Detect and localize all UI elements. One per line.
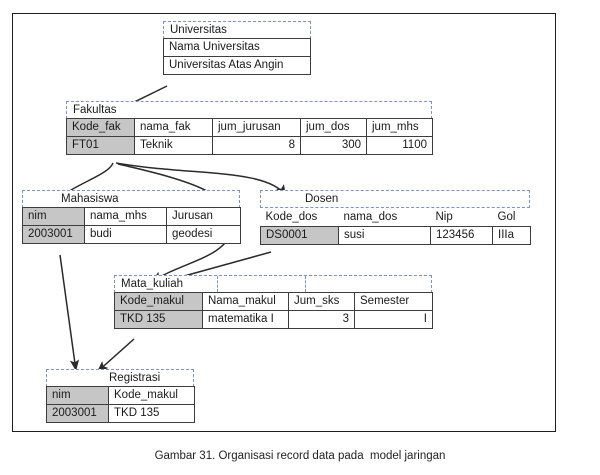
cell-header-jum-jurusan: jum_jurusan [212, 118, 301, 137]
record-title-universitas: Universitas [163, 21, 311, 39]
cell-value-nama-dos: susi [338, 226, 431, 245]
table-row: 2003001 budi geodesi [22, 225, 241, 244]
record-title-mahasiswa: Mahasiswa [22, 190, 240, 208]
cell-value-jurusan: geodesi [166, 225, 241, 244]
table-row: Kode_fak nama_fak jum_jurusan jum_dos ju… [66, 118, 433, 137]
table-row: nim nama_mhs Jurusan [22, 207, 241, 226]
record-mata-kuliah: Mata_kuliah Kode_makul Nama_makul Jum_sk… [114, 275, 433, 329]
cell-value-kode-dos: DS0001 [260, 226, 339, 245]
cell-header-semester: Semester [354, 292, 433, 311]
cell-value-nim: 2003001 [46, 404, 109, 423]
record-mahasiswa: Mahasiswa nim nama_mhs Jurusan 2003001 b… [22, 190, 241, 244]
record-fakultas: Fakultas Kode_fak nama_fak jum_jurusan j… [66, 101, 433, 155]
record-title-mata-kuliah: Mata_kuliah [114, 275, 432, 293]
cell-header-jum-dos: jum_dos [300, 118, 367, 137]
table-row: nim Kode_makul [46, 386, 195, 405]
cell-header-kode-makul: Kode_makul [114, 292, 203, 311]
record-title-fakultas: Fakultas [66, 101, 432, 119]
cell-value-gol: IIIa [492, 226, 531, 245]
cell-value-semester: I [354, 310, 433, 329]
cell-header-gol: Gol [497, 211, 516, 223]
cell-header-nip: Nip [435, 211, 453, 223]
cell-value-kode-fak: FT01 [66, 136, 135, 155]
record-title-registrasi: Registrasi [46, 369, 194, 387]
table-row: TKD 135 matematika I 3 I [114, 310, 433, 329]
table-row: DS0001 susi 123456 IIIa [260, 226, 531, 245]
cell-header-kode-fak: Kode_fak [66, 118, 135, 137]
cell-header-nama-universitas: Nama Universitas [163, 38, 311, 57]
cell-value-kode-makul: TKD 135 [108, 404, 195, 423]
cell-header-jum-mhs: jum_mhs [366, 118, 433, 137]
cell-value-nim: 2003001 [22, 225, 85, 244]
cell-value-nama-makul: matematika I [202, 310, 289, 329]
cell-header-nama-makul: Nama_makul [202, 292, 289, 311]
table-universitas: Nama Universitas Universitas Atas Angin [163, 38, 311, 75]
record-title-mata-kuliah-label: Mata_kuliah [115, 276, 219, 292]
record-title-spacer-1 [218, 276, 306, 292]
figure-caption: Gambar 31. Organisasi record data pada m… [154, 450, 446, 462]
table-row: Nama Universitas [163, 38, 311, 57]
cell-value-nama-mhs: budi [84, 225, 167, 244]
cell-value-nip: 123456 [430, 226, 493, 245]
cell-value-nama-universitas: Universitas Atas Angin [163, 56, 311, 75]
table-mahasiswa: nim nama_mhs Jurusan 2003001 budi geodes… [22, 207, 241, 244]
record-title-dosen: Dosen [260, 190, 530, 208]
table-row: FT01 Teknik 8 300 1100 [66, 136, 433, 155]
cell-value-jum-mhs: 1100 [366, 136, 433, 155]
table-dosen: Kode_dos nama_dos Nip Gol DS0001 susi 12… [260, 209, 531, 245]
table-row: Kode_dos nama_dos Nip Gol [261, 209, 531, 227]
cell-value-jum-sks: 3 [288, 310, 355, 329]
table-registrasi: nim Kode_makul 2003001 TKD 135 [46, 386, 195, 423]
cell-header-nim: nim [22, 207, 85, 226]
cell-value-jum-dos: 300 [300, 136, 367, 155]
record-registrasi: Registrasi nim Kode_makul 2003001 TKD 13… [46, 369, 195, 423]
cell-header-nama-dos: nama_dos [343, 211, 398, 223]
table-row: Kode_makul Nama_makul Jum_sks Semester [114, 292, 433, 311]
cell-header-jurusan: Jurusan [166, 207, 241, 226]
cell-header-nama-fak: nama_fak [134, 118, 213, 137]
cell-header-nim: nim [46, 386, 109, 405]
table-row: Universitas Atas Angin [163, 56, 311, 75]
cell-value-nama-fak: Teknik [134, 136, 213, 155]
cell-header-kode-dos: Kode_dos [265, 211, 318, 223]
record-title-spacer-2 [306, 276, 431, 292]
cell-value-jum-jurusan: 8 [212, 136, 301, 155]
cell-value-kode-makul: TKD 135 [114, 310, 203, 329]
table-fakultas: Kode_fak nama_fak jum_jurusan jum_dos ju… [66, 118, 433, 155]
cell-header-nama-mhs: nama_mhs [84, 207, 167, 226]
table-mata-kuliah: Kode_makul Nama_makul Jum_sks Semester T… [114, 292, 433, 329]
record-dosen: Dosen Kode_dos nama_dos Nip Gol DS0001 s… [260, 190, 531, 245]
clipped-text-above [0, 0, 600, 3]
cell-header-jum-sks: Jum_sks [288, 292, 355, 311]
record-universitas: Universitas Nama Universitas Universitas… [163, 21, 311, 75]
table-row: 2003001 TKD 135 [46, 404, 195, 423]
cell-header-kode-makul: Kode_makul [108, 386, 195, 405]
